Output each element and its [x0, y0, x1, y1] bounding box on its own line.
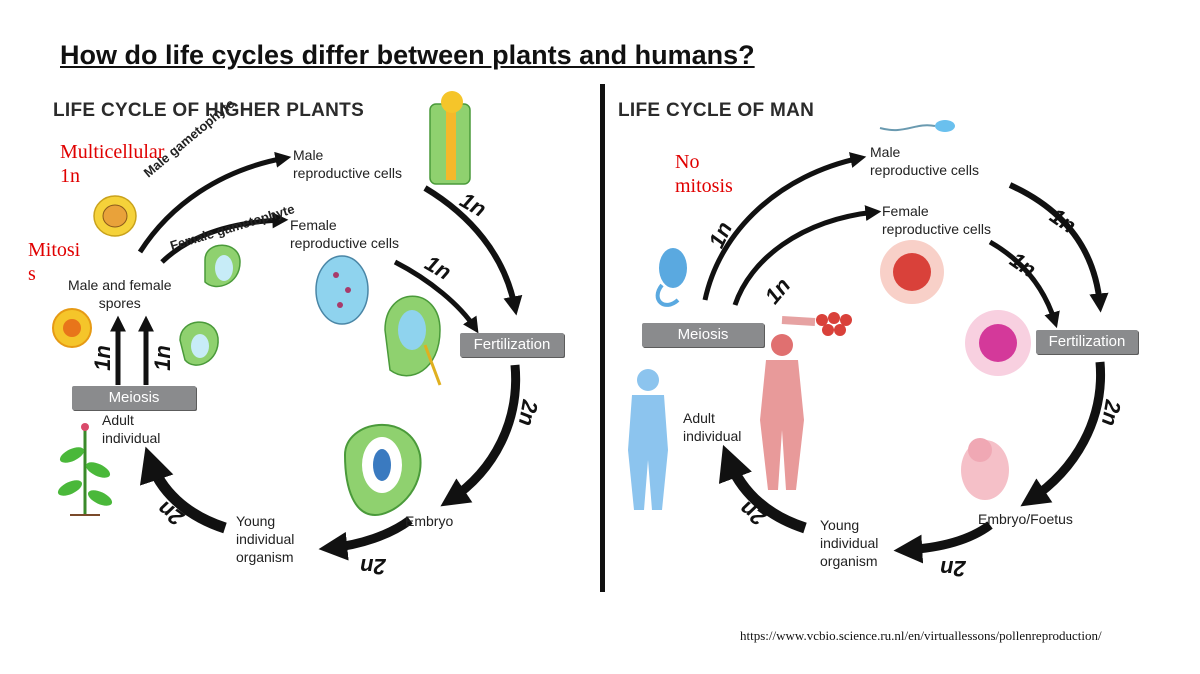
embryo-sac-illustration: [315, 255, 369, 325]
man-adult-label: Adult individual: [683, 410, 742, 444]
pollen-tube-illustration: [429, 91, 471, 185]
foetus-illustration: [961, 438, 1009, 500]
man-ploidy-2n-bottom: 2n: [940, 556, 966, 581]
plants-ploidy-2n-right: 2n: [513, 398, 543, 428]
megaspore-illustration: [179, 321, 219, 366]
sperm-cell-illustration: [879, 120, 955, 132]
pollen-grain-illustration: [93, 195, 137, 237]
adult-male-illustration: [628, 369, 668, 510]
plant-arrow-embryo-to-young: [318, 516, 413, 561]
zygote-illustration: [965, 310, 1031, 376]
egg-cell-illustration: [880, 240, 944, 304]
spore-illustration: [52, 308, 92, 348]
page-title: How do life cycles differ between plants…: [60, 40, 755, 70]
testis-illustration: [655, 248, 687, 307]
plants-adult-label: Adult individual: [102, 412, 161, 446]
plants-female-repro-label: Female reproductive cells: [290, 217, 399, 251]
ovary-illustration: [781, 312, 852, 336]
plants-ploidy-1n-right: 1n: [149, 345, 175, 371]
man-arrow-female-to-fertilization: [988, 239, 1060, 329]
man-arrow-male-to-fertilization: [1008, 182, 1109, 313]
mitosis-annotation: Mitosi s: [28, 239, 81, 285]
man-fertilization-box: Fertilization: [1036, 330, 1138, 354]
man-arrow-male-repro: [702, 152, 867, 301]
source-link[interactable]: https://www.vcbio.science.ru.nl/en/virtu…: [740, 628, 1102, 643]
plants-embryo-label: Embryo: [405, 513, 454, 529]
plants-young-label: Young individual organism: [236, 513, 295, 565]
man-heading: LIFE CYCLE OF MAN: [618, 100, 815, 121]
man-embryo-label: Embryo/Foetus: [978, 511, 1073, 527]
plants-meiosis-box: Meiosis: [72, 386, 196, 410]
man-arrow-embryo-to-young: [893, 521, 993, 564]
man-arrow-young-to-adult: [718, 444, 807, 534]
no-mitosis-annotation: No mitosis: [675, 151, 733, 197]
man-arrow-female-repro: [732, 205, 882, 306]
fertilized-ovule-illustration: [384, 295, 442, 386]
man-arrow-fertilization-to-embryo: [1020, 361, 1106, 507]
man-female-repro-label: Female reproductive cells: [882, 203, 991, 237]
seed-illustration: [343, 423, 422, 517]
plant-arrow-female-to-fertilization: [393, 259, 479, 334]
adult-female-illustration: [760, 334, 804, 490]
plant-arrow-fertilization-to-embryo: [440, 364, 521, 507]
plants-ploidy-1n-left: 1n: [89, 345, 115, 371]
plant-arrow-young-to-adult: [139, 446, 227, 534]
plant-arrow-male-to-fertilization: [423, 185, 523, 316]
man-ploidy-2n-right: 2n: [1096, 398, 1126, 428]
man-young-label: Young individual organism: [820, 517, 879, 569]
spores-label: Male and female spores: [68, 277, 172, 311]
man-meiosis-box: Meiosis: [642, 323, 764, 347]
plants-fertilization-box: Fertilization: [460, 333, 564, 357]
panel-divider: [600, 84, 605, 592]
plants-heading: LIFE CYCLE OF HIGHER PLANTS: [53, 100, 365, 121]
adult-plant-illustration: [57, 423, 113, 516]
multicellular-annotation: Multicellular 1n: [60, 141, 165, 187]
plants-ploidy-2n-bottom: 2n: [360, 554, 386, 579]
plant-arrow-female-gametophyte: [160, 212, 289, 264]
plants-male-repro-label: Male reproductive cells: [293, 147, 402, 181]
man-male-repro-label: Male reproductive cells: [870, 144, 979, 178]
plant-arrow-male-gametophyte: [137, 151, 292, 254]
ovule-illustration: [204, 244, 241, 288]
